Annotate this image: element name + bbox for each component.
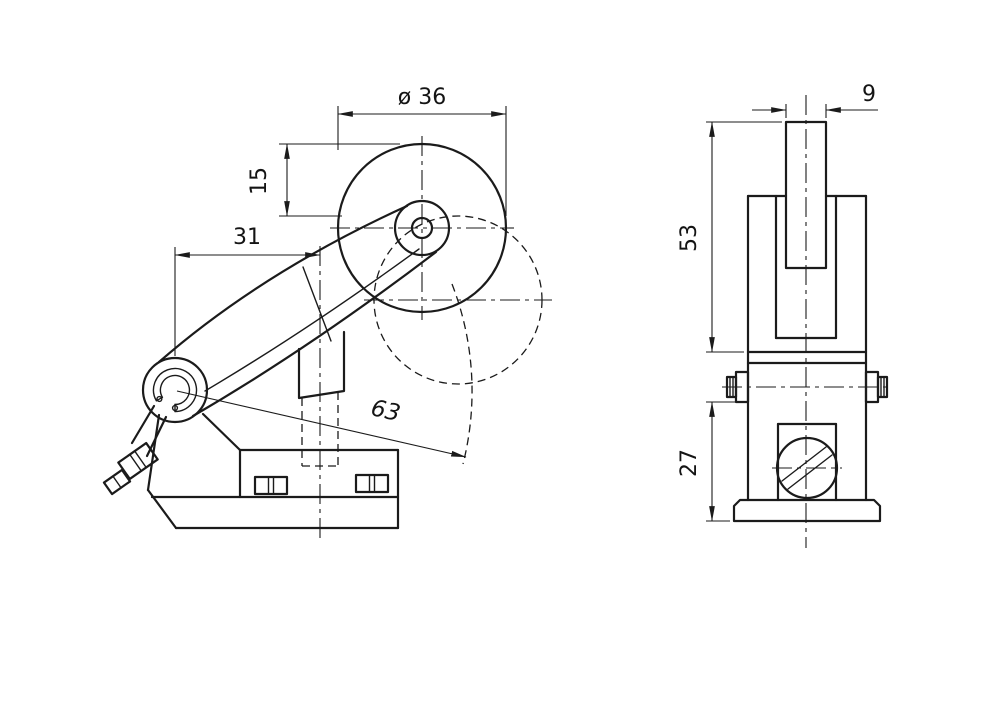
circlip-outer-arc — [152, 367, 198, 413]
dimension-roller-offset: 15 — [247, 143, 400, 217]
dimension-swing-radius: 63 — [176, 390, 467, 458]
dimension-roller-diameter: ø 36 — [337, 85, 507, 216]
dim-label-roller-diameter: ø 36 — [398, 85, 446, 110]
roller-pin-slot-1 — [787, 454, 833, 490]
clamp-bracket-edge-1 — [130, 404, 156, 445]
roller — [330, 136, 514, 320]
clamp-screw-nut — [102, 468, 132, 496]
lever-arm-upper-edge — [157, 204, 409, 364]
roller-swing-path-dashed — [364, 215, 552, 465]
fork-body — [746, 194, 868, 502]
dim-label-pivot-to-plunger: 31 — [233, 225, 261, 250]
swing-arc-dashed — [451, 283, 473, 465]
dim-label-lower-height: 27 — [677, 449, 702, 477]
roller-end-view — [772, 436, 842, 500]
base-left-chamfer — [146, 488, 178, 530]
roller-pin-slot-2 — [781, 446, 827, 482]
mounting-screw-left-head — [253, 475, 289, 496]
mounting-screw-right — [354, 473, 390, 494]
side-screws — [722, 370, 892, 404]
clamp-screw-head — [117, 441, 159, 481]
clamp-screw — [102, 404, 168, 496]
mounting-screw-left — [253, 475, 289, 496]
dim-label-upper-height: 53 — [677, 224, 702, 252]
circlip-ear-hole-1 — [156, 395, 163, 403]
circlip-inner-arc — [159, 374, 191, 406]
right-view: 9 53 27 — [677, 82, 892, 548]
bracket-inner-edge — [201, 412, 242, 452]
dimension-upper-height: 53 — [677, 121, 782, 353]
dimension-rod-width: 9 — [752, 82, 878, 118]
base-plate — [732, 498, 882, 523]
screw-head-slot-1 — [129, 453, 142, 472]
screw-head-slot-2 — [134, 450, 147, 469]
dim-label-rod-width: 9 — [862, 82, 876, 107]
bracket-left-edge — [146, 413, 161, 492]
dim-label-swing-radius: 63 — [368, 395, 402, 427]
pivot-circlip — [141, 356, 209, 424]
lever-arm-step-line — [302, 266, 332, 342]
pivot-boss-circle — [141, 356, 209, 424]
dimension-lower-height: 27 — [677, 401, 735, 522]
base-plate-outline — [732, 498, 882, 523]
dimension-pivot-to-plunger: 31 — [174, 225, 321, 356]
screw-head-body — [117, 441, 159, 481]
radius-leader-line — [176, 390, 467, 458]
screw-nut-slot — [112, 475, 122, 489]
switch-body-and-base — [146, 412, 400, 530]
circlip-ear-hole-2 — [171, 404, 179, 412]
dim-label-roller-offset: 15 — [247, 167, 272, 195]
plunger-contact-block — [297, 330, 346, 400]
lever-arm — [157, 204, 438, 418]
mounting-screw-right-head — [354, 473, 390, 494]
lever-arm-lower-edge — [191, 250, 438, 418]
lever-arm-inner-contour — [204, 248, 420, 392]
left-view: ø 36 15 31 63 — [102, 85, 552, 542]
